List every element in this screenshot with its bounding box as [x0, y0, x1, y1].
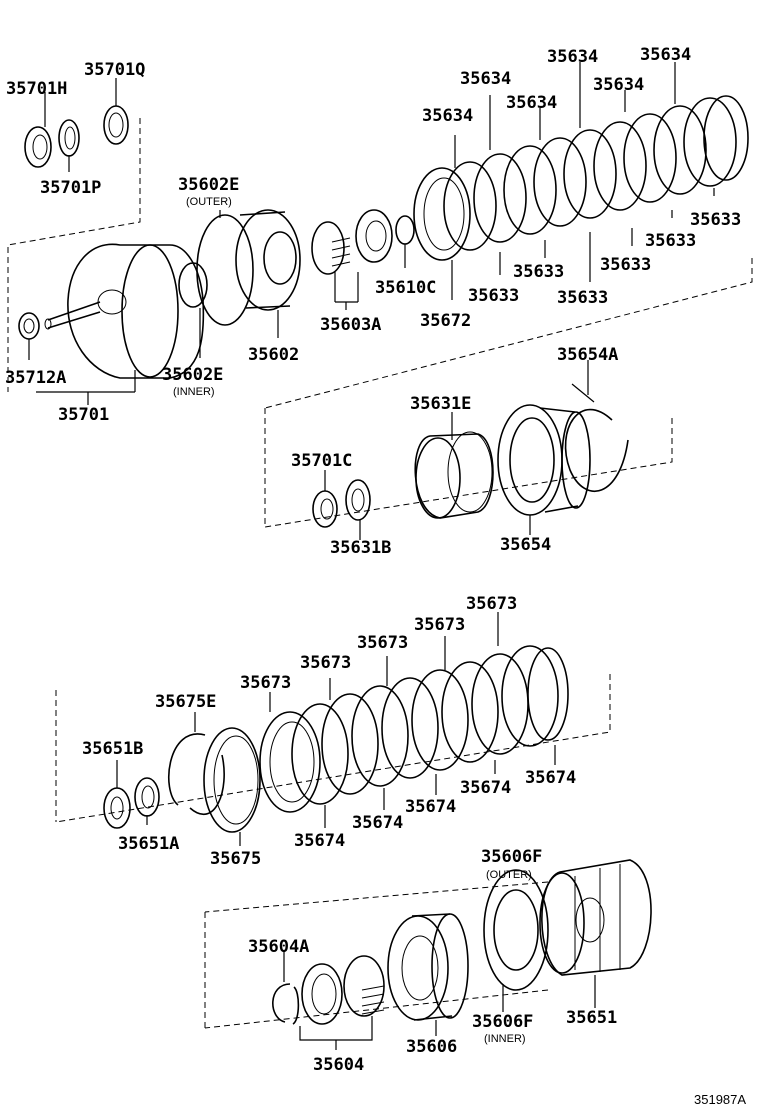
label-35604A: 35604A	[248, 937, 309, 957]
label-35633-b: 35633	[513, 262, 564, 282]
label-35634-d: 35634	[547, 47, 598, 67]
group-boundary-upper	[7, 118, 753, 409]
part-35603A-spring-set	[311, 221, 351, 275]
label-35712A: 35712A	[5, 368, 66, 388]
label-35674-e: 35674	[525, 768, 576, 788]
part-35602-piston	[235, 209, 301, 311]
leader-lines-middle	[324, 360, 589, 540]
label-35651: 35651	[566, 1008, 617, 1028]
label-35674-c: 35674	[405, 797, 456, 817]
part-35712A-washer	[18, 312, 40, 340]
label-35673-c: 35673	[357, 633, 408, 653]
label-35634-a: 35634	[422, 106, 473, 126]
label-35633-d: 35633	[600, 255, 651, 275]
label-35675E: 35675E	[155, 692, 216, 712]
label-35602E-outer: 35602E	[178, 175, 239, 195]
part-35602E-inner-seal	[178, 262, 208, 308]
label-35606: 35606	[406, 1037, 457, 1057]
leader-lines-lower	[116, 612, 556, 846]
label-35673-b: 35673	[300, 653, 351, 673]
part-35606-piston	[387, 913, 469, 1021]
group-boundary-lower	[55, 674, 611, 823]
label-35606F-inner: 35606F	[472, 1012, 533, 1032]
part-35701-clutch-drum	[44, 243, 205, 379]
label-35701: 35701	[58, 405, 109, 425]
label-35634-e: 35634	[593, 75, 644, 95]
part-35602E-outer-seal	[196, 214, 254, 326]
part-35651-clutch-drum	[539, 859, 652, 976]
label-35606F-outer: 35606F	[481, 847, 542, 867]
label-35675: 35675	[210, 849, 261, 869]
label-35701Q: 35701Q	[84, 60, 145, 80]
label-35673-a: 35673	[240, 673, 291, 693]
part-35651A-race	[134, 777, 160, 817]
label-outer-note-2: (OUTER)	[486, 869, 532, 881]
part-35675-retainer	[203, 727, 261, 833]
label-35701C: 35701C	[291, 451, 352, 471]
label-35654: 35654	[500, 535, 551, 555]
figure-reference-number: 351987A	[694, 1092, 746, 1107]
part-35631E-one-way-clutch	[414, 431, 494, 519]
part-clutch-pack-upper	[413, 95, 749, 261]
label-35674-b: 35674	[352, 813, 403, 833]
part-35604A-snap-ring	[272, 983, 300, 1025]
label-35631E: 35631E	[410, 394, 471, 414]
label-35674-d: 35674	[460, 778, 511, 798]
label-35672: 35672	[420, 311, 471, 331]
label-35673-e: 35673	[466, 594, 517, 614]
label-35633-f: 35633	[690, 210, 741, 230]
part-snap-ring	[395, 215, 415, 245]
label-35602: 35602	[248, 345, 299, 365]
label-35634-f: 35634	[640, 45, 691, 65]
label-35604: 35604	[313, 1055, 364, 1075]
label-35674-a: 35674	[294, 831, 345, 851]
label-35610C: 35610C	[375, 278, 436, 298]
label-35673-d: 35673	[414, 615, 465, 635]
part-35701P-race	[58, 119, 80, 157]
group-boundary-middle	[264, 408, 673, 528]
label-35633-a: 35633	[468, 286, 519, 306]
label-35651B: 35651B	[82, 739, 143, 759]
part-35604-spring-retainer	[301, 955, 385, 1025]
part-35675E-snap-ring	[167, 733, 225, 816]
label-35631B: 35631B	[330, 538, 391, 558]
label-35654A: 35654A	[557, 345, 618, 365]
label-inner-note: (INNER)	[173, 386, 215, 398]
leader-lines-upper	[28, 62, 715, 405]
label-35602E-inner: 35602E	[162, 365, 223, 385]
part-35606F-seal-rings	[483, 869, 549, 991]
label-35603A: 35603A	[320, 315, 381, 335]
label-35633-c: 35633	[557, 288, 608, 308]
label-35633-e: 35633	[645, 231, 696, 251]
label-outer-note: (OUTER)	[186, 196, 232, 208]
label-35634-b: 35634	[460, 69, 511, 89]
label-35701P: 35701P	[40, 178, 101, 198]
part-35654-outer-race	[497, 404, 591, 516]
part-35631B-bearing	[345, 479, 371, 521]
leader-lines-bottom	[283, 952, 596, 1050]
part-35701Q-washer	[103, 105, 129, 145]
part-35610C-plate	[355, 209, 393, 263]
part-35701H-bearing	[24, 126, 52, 168]
part-35701C-race	[312, 490, 338, 528]
label-35634-c: 35634	[506, 93, 557, 113]
part-clutch-pack-lower	[259, 645, 569, 813]
label-35701H: 35701H	[6, 79, 67, 99]
part-35651B-bearing	[103, 787, 131, 829]
label-35651A: 35651A	[118, 834, 179, 854]
label-inner-note-2: (INNER)	[484, 1033, 526, 1045]
part-35654A-snap-ring	[564, 408, 629, 493]
